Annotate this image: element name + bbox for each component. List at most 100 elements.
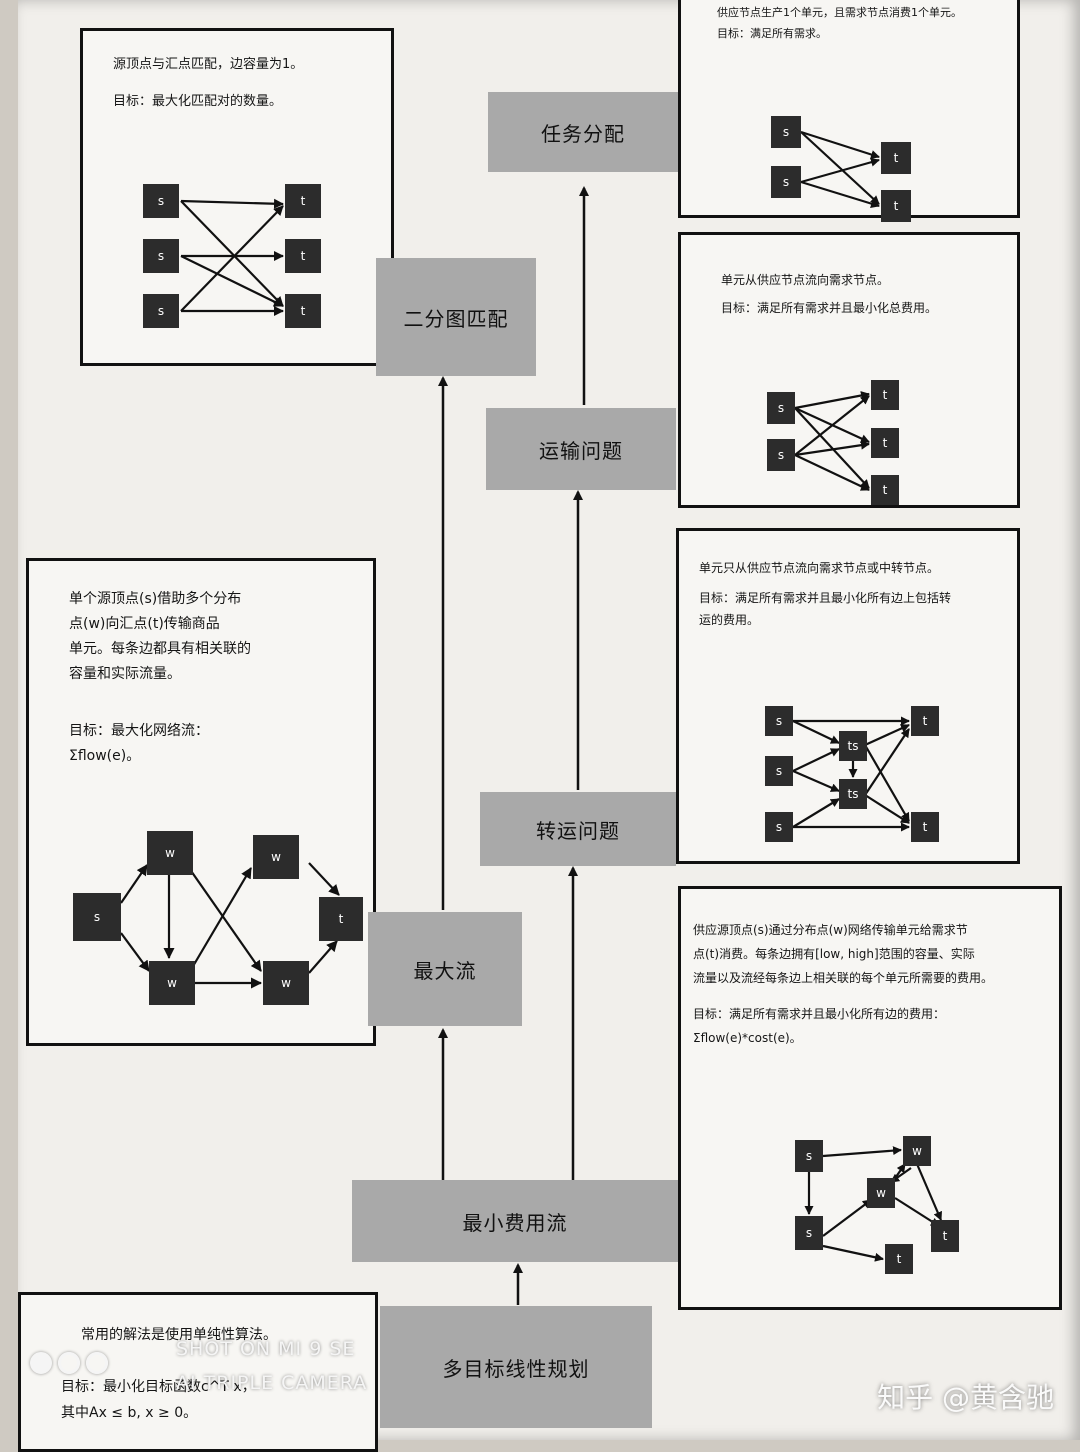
edge xyxy=(188,867,252,974)
card-mincost-line-2: 点(t)消费。每条边拥有[low, high]范围的容量、实际 xyxy=(693,947,975,961)
svg-text:w: w xyxy=(281,976,291,990)
svg-text:t: t xyxy=(943,1229,948,1243)
card-mincost-goal-2: Σflow(e)*cost(e)。 xyxy=(693,1031,802,1045)
card-maxflow-line-4: 容量和实际流量。 xyxy=(69,666,181,682)
watermark-dot xyxy=(86,1352,108,1374)
card-transship-desc: 单元只从供应节点流向需求节点或中转节点。 xyxy=(699,561,940,575)
card-max-flow: 单个源顶点(s)借助多个分布 点(w)向汇点(t)传输商品 单元。每条边都具有相… xyxy=(26,558,376,1046)
node-s: s xyxy=(143,239,179,273)
node-w: w xyxy=(263,961,309,1005)
edge xyxy=(800,180,880,208)
edge xyxy=(188,867,262,972)
svg-text:s: s xyxy=(158,194,164,208)
svg-text:s: s xyxy=(778,448,784,462)
edge xyxy=(864,794,910,824)
card-task-desc: 供应节点生产1个单元，且需求节点消费1个单元。 xyxy=(717,6,962,19)
problem-transshipment: 转运问题 xyxy=(480,792,676,866)
svg-text:t: t xyxy=(923,820,928,834)
card-maxflow-goal-2: Σflow(e)。 xyxy=(69,748,141,764)
graph-task: s s t t xyxy=(767,112,917,222)
book-page: 源顶点与汇点匹配，边容量为1。 目标：最大化匹配对的数量。 s s s t t … xyxy=(18,0,1080,1452)
camera-watermark-line-1: SHOT ON MI 9 SE xyxy=(176,1338,356,1360)
node-t: t xyxy=(911,706,939,736)
node-ts: ts xyxy=(839,731,867,761)
edge xyxy=(180,205,284,312)
svg-text:s: s xyxy=(776,764,782,778)
node-t: t xyxy=(931,1220,959,1252)
card-mincost-goal-1: 目标：满足所有需求并且最小化所有边的费用： xyxy=(693,1007,946,1021)
edge xyxy=(794,407,870,489)
svg-text:t: t xyxy=(883,483,888,497)
problem-min-cost-flow: 最小费用流 xyxy=(352,1180,678,1262)
card-lp-line-1: 常用的解法是使用单纯性算法。 xyxy=(81,1327,277,1343)
edge xyxy=(180,255,284,307)
svg-text:s: s xyxy=(158,249,164,263)
edge xyxy=(822,1199,872,1237)
svg-text:t: t xyxy=(894,151,899,165)
svg-text:t: t xyxy=(894,199,899,213)
edge xyxy=(120,864,148,904)
card-linear-programming: 常用的解法是使用单纯性算法。 目标：最小化目标函数c^T x， 其中Ax ≤ b… xyxy=(18,1292,378,1452)
node-t: t xyxy=(881,190,911,222)
card-maxflow-goal-1: 目标：最大化网络流： xyxy=(69,723,209,739)
edge xyxy=(792,748,840,772)
node-w: w xyxy=(149,961,195,1005)
card-maxflow-line-1: 单个源顶点(s)借助多个分布 xyxy=(69,591,242,607)
svg-text:t: t xyxy=(301,304,306,318)
graph-maxflow: s w w w w t xyxy=(69,823,369,1013)
card-task-assignment: 供应节点生产1个单元，且需求节点消费1个单元。 目标：满足所有需求。 s s t… xyxy=(678,0,1020,222)
node-s: s xyxy=(765,706,793,736)
svg-text:t: t xyxy=(339,912,344,926)
card-bipartite-desc: 源顶点与汇点匹配，边容量为1。 xyxy=(113,57,304,72)
svg-text:s: s xyxy=(776,714,782,728)
edge xyxy=(180,198,284,209)
svg-text:s: s xyxy=(783,125,789,139)
node-s: s xyxy=(767,392,795,424)
svg-text:s: s xyxy=(94,910,100,924)
edge xyxy=(308,862,340,896)
node-t: t xyxy=(285,184,321,218)
svg-text:s: s xyxy=(778,401,784,415)
edge xyxy=(120,932,150,972)
card-bipartite-goal: 目标：最大化匹配对的数量。 xyxy=(113,94,283,109)
svg-text:w: w xyxy=(912,1144,922,1158)
card-task-goal: 目标：满足所有需求。 xyxy=(717,27,827,40)
edge xyxy=(915,1163,943,1221)
watermark-dot xyxy=(58,1352,80,1374)
svg-text:t: t xyxy=(897,1252,902,1266)
svg-text:s: s xyxy=(806,1226,812,1240)
svg-text:s: s xyxy=(776,820,782,834)
card-bipartite-matching: 源顶点与汇点匹配，边容量为1。 目标：最大化匹配对的数量。 s s s t t … xyxy=(80,28,394,366)
edge xyxy=(800,131,880,205)
node-s: s xyxy=(143,184,179,218)
svg-text:s: s xyxy=(783,175,789,189)
card-min-cost-flow: 供应源顶点(s)通过分布点(w)网络传输单元给需求节 点(t)消费。每条边拥有[… xyxy=(678,886,1062,1310)
watermark-dot xyxy=(30,1352,52,1374)
problem-multi-objective-lp: 多目标线性规划 xyxy=(380,1306,652,1428)
node-ts: ts xyxy=(839,779,867,809)
node-w: w xyxy=(903,1136,931,1166)
svg-text:w: w xyxy=(167,976,177,990)
edge xyxy=(800,130,880,159)
edge xyxy=(864,728,910,796)
svg-text:t: t xyxy=(301,249,306,263)
camera-watermark-line-2: AI TRIPLE CAMERA xyxy=(176,1372,368,1394)
camera-watermark-dots xyxy=(30,1352,108,1374)
svg-text:t: t xyxy=(883,436,888,450)
graph-mincost: s w w s t t xyxy=(791,1134,971,1274)
card-transship-goal-1: 目标：满足所有需求并且最小化所有边上包括转 xyxy=(699,591,952,605)
node-s: s xyxy=(795,1216,823,1250)
svg-text:w: w xyxy=(876,1186,886,1200)
svg-text:ts: ts xyxy=(848,787,859,801)
card-mincost-line-1: 供应源顶点(s)通过分布点(w)网络传输单元给需求节 xyxy=(693,923,968,937)
node-t: t xyxy=(285,239,321,273)
edge xyxy=(794,440,870,457)
edge xyxy=(864,744,910,822)
edge xyxy=(792,720,840,744)
edge xyxy=(822,1244,884,1262)
edge xyxy=(822,1146,902,1158)
node-t: t xyxy=(911,812,939,842)
card-transport-desc: 单元从供应节点流向需求节点。 xyxy=(721,273,890,287)
node-t: t xyxy=(871,428,899,458)
node-s: s xyxy=(771,116,801,148)
